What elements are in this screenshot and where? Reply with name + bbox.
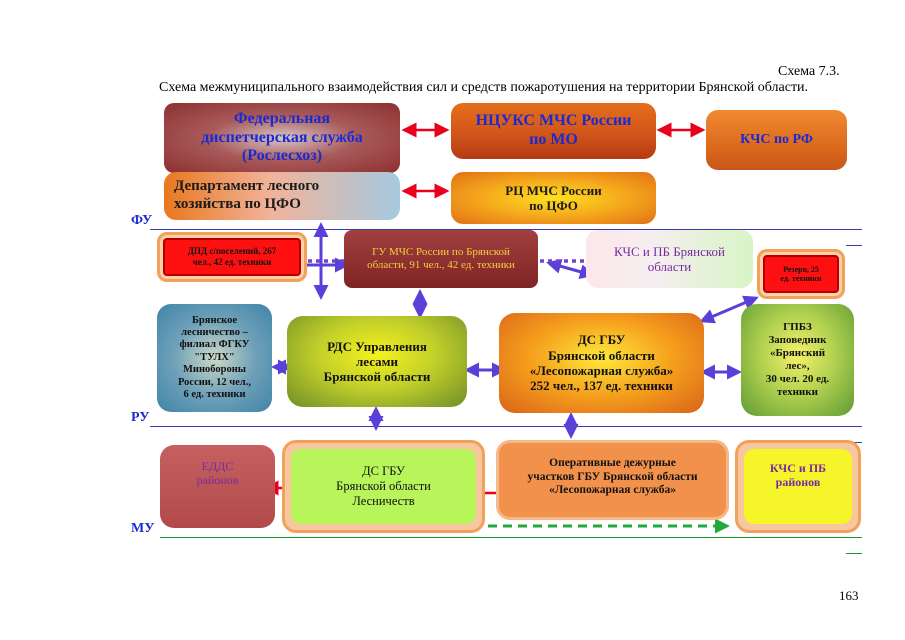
municipal-level-line [160,537,862,538]
node-gu-mchs-bryansk: ГУ МЧС России по Брянской области, 91 че… [344,230,538,288]
node-gpbz-reserve: ГПБЗ Заповедник «Брянский лес», 30 чел. … [741,304,854,416]
node-ntsuks-mchs: НЦУКС МЧС России по МО [451,103,656,159]
node-dept-forest-cfo: Департамент лесного хозяйства по ЦФО [164,172,400,220]
federal-level-tail [846,245,862,246]
node-ds-gbu-fire-service: ДС ГБУ Брянской области «Лесопожарная сл… [499,313,704,413]
node-rds-forest-management: РДС Управления лесами Брянской области [287,316,467,407]
node-kchs-rf: КЧС по РФ [706,110,847,170]
arrow-gu-kchs [546,259,595,279]
page-number: 163 [839,588,859,603]
arrow-ds-reserve [699,295,759,324]
diagram-caption: Схема межмуниципального взаимодействия с… [159,80,809,95]
regional-level-label: РУ [131,410,150,425]
node-bryansk-forestry-mod: Брянское лесничество – филиал ФГКУ "ТУЛХ… [157,304,272,412]
scheme-number: Схема 7.3. [778,64,840,79]
node-ds-gbu-forestries: ДС ГБУ Брянской области Лесничеств [291,449,476,524]
federal-level-label: ФУ [131,213,153,228]
node-kchs-pb-oblast: КЧС и ПБ Брянской области [586,230,753,288]
regional-level-line [150,426,862,427]
node-rts-mchs-cfo: РЦ МЧС России по ЦФО [451,172,656,224]
municipal-level-label: МУ [131,521,155,536]
federal-level-line [150,229,862,230]
node-dpd-settlements: ДПД с/поселений, 267 чел., 42 ед. техник… [163,238,301,276]
node-operative-duty: Оперативные дежурные участков ГБУ Брянск… [496,440,729,520]
node-reserve: Резерв, 25 ед. техники [763,255,839,293]
node-federal-dispatch-service: Федеральная диспетчерская служба (Рослес… [164,103,400,173]
node-edds-districts: ЕДДС районов [160,445,275,528]
node-kchs-pb-districts: КЧС и ПБ районов [744,449,852,524]
municipal-level-tail [846,553,862,554]
